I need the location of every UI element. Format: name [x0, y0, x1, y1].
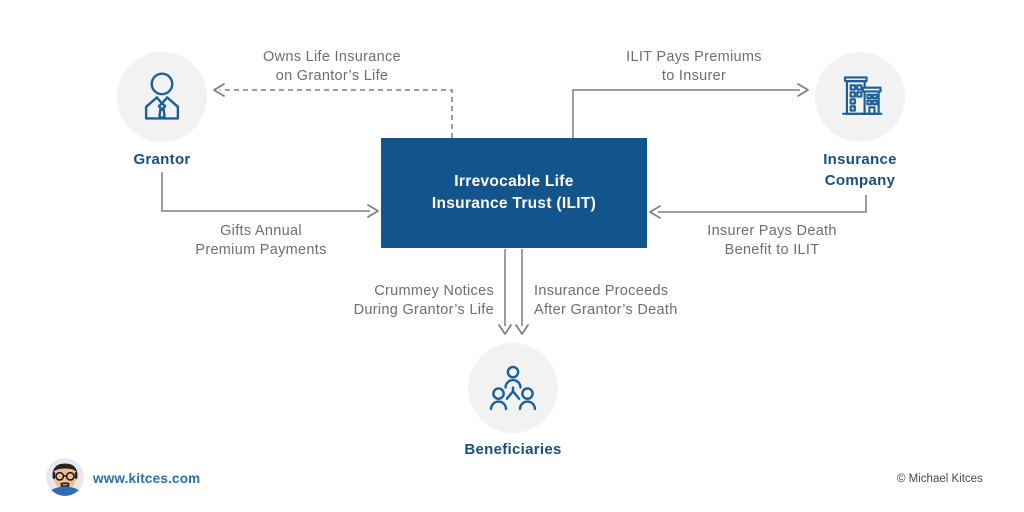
michael-kitces-avatar	[46, 458, 84, 496]
kitces-website-link[interactable]: www.kitces.com	[93, 471, 201, 486]
arrowhead-down	[498, 324, 512, 335]
owns-life-insurance-line	[220, 89, 453, 138]
copyright-text: © Michael Kitces	[897, 473, 983, 485]
beneficiaries-label: Beneficiaries	[464, 441, 562, 458]
grantor-label: Grantor	[133, 151, 191, 168]
arrowhead-down	[515, 324, 529, 335]
insurer-pays-death-benefit-line	[658, 195, 867, 213]
insurer-pays-death-benefit-label: Insurer Pays Death Benefit to ILIT	[707, 223, 837, 258]
crummey-notices-label: Crummey Notices During Grantor’s Life	[353, 283, 494, 318]
arrowhead-right	[367, 204, 379, 218]
arrowhead-left	[649, 205, 661, 219]
ilit-trust-label: Irrevocable Life Insurance Trust (ILIT)	[431, 173, 597, 212]
ilit-pays-premiums-label: ILIT Pays Premiums to Insurer	[626, 49, 762, 84]
beneficiaries-node	[468, 343, 558, 433]
people-group-icon	[489, 365, 537, 411]
arrowhead-left	[213, 83, 225, 97]
owns-life-insurance-label: Owns Life Insurance on Grantor’s Life	[263, 49, 401, 84]
gifts-annual-premiums-line	[161, 172, 370, 212]
gifts-annual-premiums-label: Gifts Annual Premium Payments	[195, 223, 327, 258]
insurance-company-node	[815, 52, 905, 142]
grantor-node	[117, 52, 207, 142]
insurance-proceeds-label: Insurance Proceeds After Grantor’s Death	[534, 283, 678, 318]
building-icon	[842, 76, 883, 115]
person-icon	[144, 72, 180, 120]
ilit-trust-box: Irrevocable Life Insurance Trust (ILIT)	[381, 138, 647, 248]
insurance-company-label: Insurance Company	[823, 151, 897, 189]
arrowhead-right	[797, 83, 809, 97]
ilit-pays-premiums-line	[572, 89, 800, 138]
